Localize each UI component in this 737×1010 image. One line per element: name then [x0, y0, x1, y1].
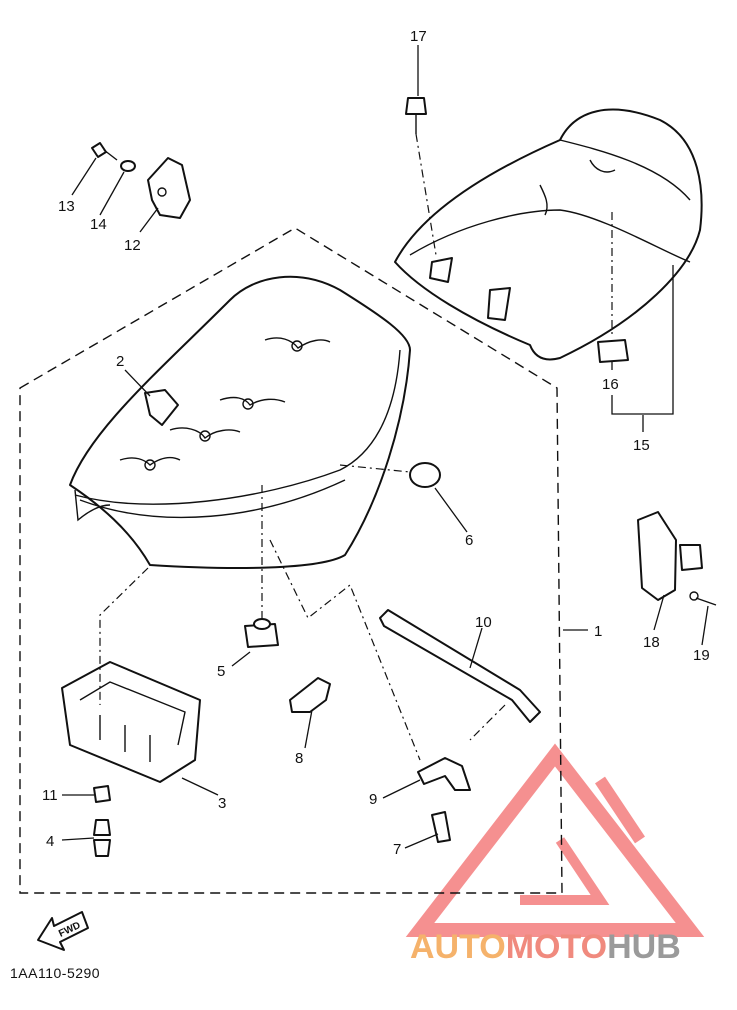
damper-11 [93, 785, 111, 803]
front-seat [69, 275, 411, 569]
damper-6 [409, 462, 441, 488]
callout-1: 1 [594, 623, 602, 640]
callout-2: 2 [116, 353, 124, 370]
callout-16: 16 [602, 376, 619, 393]
callout-19: 19 [693, 647, 710, 664]
washer-14 [120, 160, 136, 172]
rear-seat [394, 108, 703, 361]
seat-lock-18 [637, 511, 703, 601]
seat-hook-12 [147, 157, 191, 219]
callout-14: 14 [90, 216, 107, 233]
tray-3 [61, 661, 201, 783]
watermark-auto: AUTO [410, 928, 506, 966]
watermark-hub: HUB [607, 928, 681, 966]
callout-11: 11 [42, 787, 58, 804]
bolt-17 [405, 97, 427, 134]
callout-6: 6 [465, 532, 473, 549]
watermark-moto: MOTO [506, 928, 607, 966]
callout-3: 3 [218, 795, 226, 812]
fwd-arrow-icon: FWD [37, 911, 89, 951]
callout-15: 15 [633, 437, 650, 454]
callout-7: 7 [393, 841, 401, 858]
bolt-4 [93, 819, 111, 857]
bracket-9 [417, 757, 471, 791]
callout-5: 5 [217, 663, 225, 680]
callout-12: 12 [124, 237, 141, 254]
callout-13: 13 [58, 198, 75, 215]
damper-5 [244, 618, 279, 648]
bolt-13 [91, 142, 118, 161]
bolt-7 [431, 811, 451, 843]
damper-16 [597, 339, 629, 363]
callout-18: 18 [643, 634, 660, 651]
watermark-text: AUTOMOTOHUB [410, 928, 681, 966]
rod-10 [379, 609, 541, 723]
assembly-boundary [19, 227, 563, 894]
callout-4: 4 [46, 833, 54, 850]
bracket-8 [289, 677, 331, 713]
drawing-code: 1AA110-5290 [10, 965, 100, 981]
callout-10: 10 [475, 614, 492, 631]
callout-8: 8 [295, 750, 303, 767]
callout-17: 17 [410, 28, 427, 45]
watermark-logo [405, 743, 705, 937]
callout-9: 9 [369, 791, 377, 808]
key-19 [689, 591, 717, 606]
